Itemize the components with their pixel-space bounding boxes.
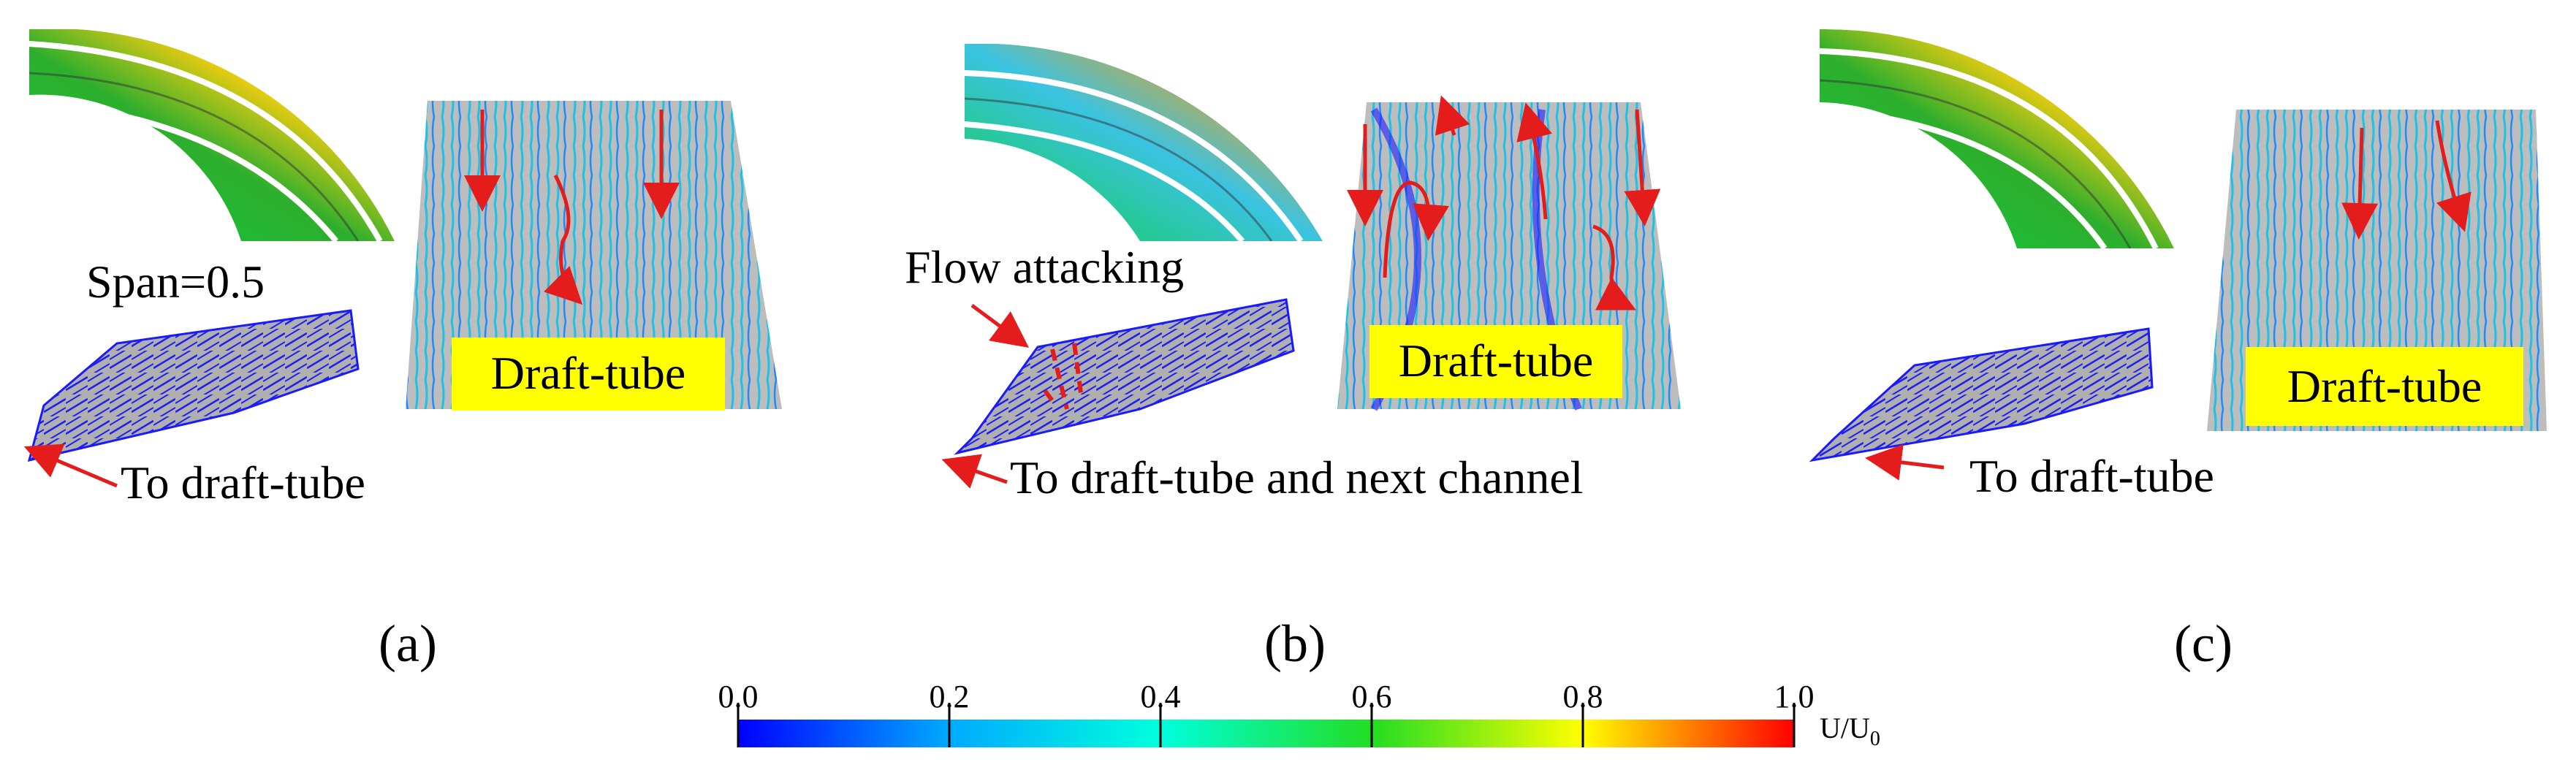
colorbar-ticks: 0.0 0.2 0.4 0.6 0.8 1.0 (718, 679, 1815, 747)
span-label: Span=0.5 (86, 256, 265, 308)
draft-tube-c: Draft-tube (2207, 110, 2547, 431)
panel-c: Draft-tube To draft-tube (c) (1809, 28, 2547, 673)
runner-ring-c (1819, 28, 2174, 251)
flow-arrow-b (941, 454, 1008, 489)
colorbar-tick-label: 0.6 (1352, 679, 1392, 714)
draft-tube-label-b: Draft-tube (1399, 335, 1594, 386)
draft-tube-label-box-a (452, 338, 725, 411)
draft-tube-a: Draft-tube (406, 101, 782, 411)
draft-tube-label-box-c (2246, 347, 2523, 426)
runner-ring-b (964, 43, 1323, 243)
attack-label: Flow attacking (905, 241, 1184, 293)
draft-tube-label-box-b (1369, 325, 1622, 398)
panel-a: Span=0.5 Draft-tube To draft-tube (a) (23, 28, 782, 673)
flow-note-c: To draft-tube (1969, 450, 2214, 502)
colorbar-tick-label: 0.8 (1563, 679, 1603, 714)
flow-note-b: To draft-tube and next channel (1010, 451, 1584, 503)
panel-letter-c: (c) (2174, 614, 2233, 673)
panel-letter-a: (a) (379, 614, 437, 673)
attack-arrow (970, 303, 1030, 348)
draft-tube-b: Draft-tube (1337, 95, 1681, 411)
blade-passage-a (27, 309, 360, 462)
colorbar-gradient (738, 720, 1794, 747)
colorbar-unit: U/U0 (1820, 712, 1880, 750)
flow-note-a: To draft-tube (121, 457, 365, 508)
colorbar-tick-label: 0.0 (718, 679, 759, 714)
flow-arrow-a (23, 443, 118, 488)
panel-b: Flow attacking Draft-tube To draft-tube … (905, 43, 1681, 673)
draft-tube-label-a: Draft-tube (491, 347, 686, 399)
draft-tube-label-c: Draft-tube (2287, 360, 2482, 412)
colorbar-tick-label: 1.0 (1774, 679, 1815, 714)
runner-ring-a (29, 28, 395, 243)
blade-passage-b (954, 298, 1295, 455)
colorbar-tick-label: 0.2 (930, 679, 970, 714)
panel-letter-b: (b) (1264, 614, 1326, 673)
blade-passage-c (1809, 327, 2154, 462)
colorbar: 0.0 0.2 0.4 0.6 0.8 1.0 U/U0 (718, 679, 1880, 750)
flow-arrow-c (1865, 444, 1945, 481)
colorbar-tick-label: 0.4 (1141, 679, 1181, 714)
